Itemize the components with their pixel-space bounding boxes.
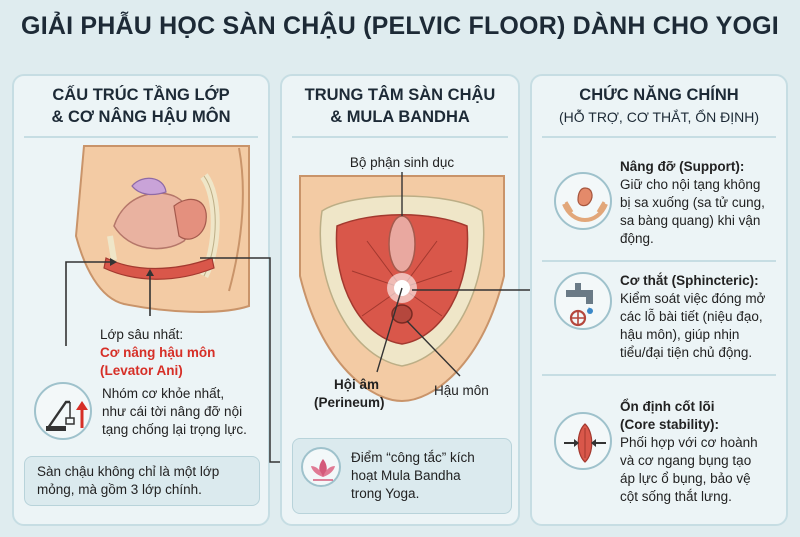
- function-core-line-1: Phối hợp với cơ hoành: [620, 435, 758, 450]
- center-heading-line2: & MULA BANDHA: [330, 108, 470, 126]
- deep-layer-label: Lớp sâu nhất:: [100, 327, 184, 342]
- strength-line-2: như cái tời nâng đỡ nội: [102, 404, 243, 419]
- hands-organ-icon: [554, 172, 612, 230]
- faucet-valve-icon: [554, 272, 612, 330]
- function-core-line-2: và cơ ngang bụng tạo: [620, 453, 752, 468]
- layers-note-line-1: Sàn chậu không chỉ là một lớp: [37, 464, 220, 479]
- lotus-icon: [301, 447, 341, 487]
- center-panel: TRUNG TÂM SÀN CHẬU & MULA BANDHA Bộ phận…: [280, 74, 520, 526]
- function-sphincter-line-2: các lỗ bài tiết (niệu đạo,: [620, 309, 763, 324]
- function-core-line-4: cột sống thắt lưng.: [620, 489, 732, 504]
- strength-line-1: Nhóm cơ khỏe nhất,: [102, 386, 225, 401]
- functions-heading: CHỨC NĂNG CHÍNH (HỖ TRỢ, CƠ THẮT, ỔN ĐỊN…: [532, 84, 786, 128]
- function-support-line-3: sa bàng quang) khi vận: [620, 213, 761, 228]
- function-sphincter-title: Cơ thắt (Sphincteric):: [620, 273, 759, 288]
- structure-heading-line2: & CƠ NÂNG HẬU MÔN: [51, 108, 231, 126]
- function-core-title-2: (Core stability):: [620, 417, 720, 432]
- function-sphincter-line-1: Kiểm soát việc đóng mở: [620, 291, 766, 306]
- structure-panel: CẤU TRÚC TẦNG LỚP & CƠ NÂNG HẬU MÔN Lớp …: [12, 74, 270, 526]
- function-sphincter-line-4: tiểu/đại tiện chủ động.: [620, 345, 753, 360]
- label-perineum-latin: (Perineum): [314, 395, 385, 410]
- layer-arrows: [65, 258, 154, 346]
- strength-line-3: tạng chống lại trọng lực.: [102, 422, 247, 437]
- levator-ani-latin: (Levator Ani): [100, 363, 183, 378]
- functions-divider: [542, 136, 776, 138]
- switch-line-3: trong Yoga.: [351, 486, 420, 501]
- function-sphincter-line-3: hậu môn), giúp nhịn: [620, 327, 740, 342]
- layers-note-box: Sàn chậu không chỉ là một lớp mỏng, mà g…: [24, 456, 260, 506]
- structure-heading-line1: CẤU TRÚC TẦNG LỚP: [52, 86, 230, 104]
- levator-ani-name: Cơ nâng hậu môn: [100, 345, 216, 360]
- structure-divider: [24, 136, 258, 138]
- layers-note-line-2: mỏng, mà gồm 3 lớp chính.: [37, 482, 202, 497]
- function-support-line-4: động.: [620, 231, 654, 246]
- function-support-title: Nâng đỡ (Support):: [620, 159, 745, 174]
- label-anus: Hậu môn: [434, 383, 489, 398]
- function-core-line-3: áp lực ổ bụng, bảo vệ: [620, 471, 751, 486]
- functions-divider-3: [542, 374, 776, 376]
- functions-panel: CHỨC NĂNG CHÍNH (HỖ TRỢ, CƠ THẮT, ỔN ĐỊN…: [530, 74, 788, 526]
- switch-line-1: Điểm “công tắc” kích: [351, 450, 475, 465]
- function-core-title-1: Ổn định cốt lõi: [620, 399, 715, 414]
- functions-heading-title: CHỨC NĂNG CHÍNH: [579, 86, 739, 104]
- functions-divider-2: [542, 260, 776, 262]
- label-genital: Bộ phận sinh dục: [349, 155, 455, 170]
- perineum-illustration: [299, 172, 505, 403]
- function-support-line-2: bị sa xuống (sa tử cung,: [620, 195, 765, 210]
- center-heading: TRUNG TÂM SÀN CHẬU & MULA BANDHA: [282, 84, 518, 128]
- function-support-line-1: Giữ cho nội tạng không: [620, 177, 761, 192]
- center-heading-line1: TRUNG TÂM SÀN CHẬU: [304, 86, 496, 104]
- core-muscle-icon: [554, 412, 612, 470]
- switch-line-2: hoạt Mula Bandha: [351, 468, 461, 483]
- page-title: GIẢI PHẪU HỌC SÀN CHẬU (PELVIC FLOOR) DÀ…: [21, 12, 779, 40]
- label-perineum: Hội âm: [334, 377, 380, 392]
- mula-bandha-box: Điểm “công tắc” kích hoạt Mula Bandha tr…: [292, 438, 512, 514]
- structure-heading: CẤU TRÚC TẦNG LỚP & CƠ NÂNG HẬU MÔN: [14, 84, 268, 128]
- winch-icon: [34, 382, 92, 440]
- functions-subheading: (HỖ TRỢ, CƠ THẮT, ỔN ĐỊNH): [558, 109, 760, 125]
- center-divider: [292, 136, 508, 138]
